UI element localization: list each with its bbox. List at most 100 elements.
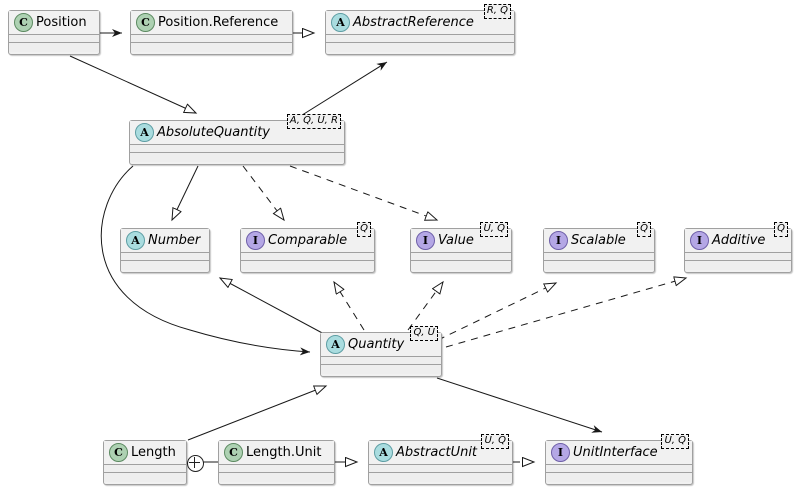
node-methods-compartment-abstract-unit bbox=[369, 473, 512, 482]
node-methods-compartment-scalable bbox=[544, 261, 654, 270]
generics-badge-comparable: Q bbox=[357, 222, 371, 237]
edge-absolutequantity-to-number bbox=[172, 165, 199, 220]
node-title-number: Number bbox=[148, 233, 201, 248]
nesting-circle-icon bbox=[187, 455, 204, 472]
node-methods-compartment-length bbox=[104, 473, 186, 482]
edge-absolutequantity-to-abstractreference bbox=[290, 61, 388, 123]
node-attributes-compartment-length bbox=[104, 465, 186, 473]
class-icon: C bbox=[109, 443, 128, 462]
interface-icon: I bbox=[551, 443, 570, 462]
node-title-abstract-reference: AbstractReference bbox=[353, 15, 474, 30]
node-title-position-reference: Position.Reference bbox=[158, 15, 279, 30]
node-attributes-compartment-comparable bbox=[241, 253, 374, 261]
node-attributes-compartment-value bbox=[411, 253, 511, 261]
abstract-class-icon: A bbox=[135, 123, 154, 142]
abstract-class-icon: A bbox=[326, 335, 345, 354]
node-attributes-compartment-absolute-quantity bbox=[130, 145, 344, 153]
node-attributes-compartment-abstract-unit bbox=[369, 465, 512, 473]
node-attributes-compartment-length-unit bbox=[219, 465, 334, 473]
interface-icon: I bbox=[246, 231, 265, 250]
node-title-value: Value bbox=[438, 233, 474, 248]
edge-absolutequantity-to-value bbox=[289, 165, 437, 220]
class-icon: C bbox=[224, 443, 243, 462]
node-methods-compartment-additive bbox=[685, 261, 791, 270]
node-methods-compartment-value bbox=[411, 261, 511, 270]
edge-quantity-to-comparable bbox=[334, 282, 365, 331]
interface-icon: I bbox=[416, 231, 435, 250]
generics-badge-abstract-unit: U, Q bbox=[481, 434, 509, 449]
node-title-length-unit: Length.Unit bbox=[246, 445, 322, 460]
edge-position-to-absolutequantity bbox=[69, 55, 196, 113]
class-icon: C bbox=[136, 13, 155, 32]
node-attributes-compartment-number bbox=[121, 253, 209, 261]
edge-quantity-to-unitinterface bbox=[436, 377, 603, 433]
abstract-class-icon: A bbox=[126, 231, 145, 250]
interface-icon: I bbox=[549, 231, 568, 250]
edge-quantity-to-number bbox=[220, 278, 327, 336]
node-methods-compartment-length-unit bbox=[219, 473, 334, 482]
node-attributes-compartment-position bbox=[9, 35, 99, 43]
interface-icon: I bbox=[690, 231, 709, 250]
edge-quantity-to-additive bbox=[445, 278, 686, 348]
node-attributes-compartment-additive bbox=[685, 253, 791, 261]
node-attributes-compartment-position-reference bbox=[131, 35, 292, 43]
node-title-quantity: Quantity bbox=[348, 337, 405, 352]
node-title-position: Position bbox=[36, 15, 87, 30]
generics-badge-quantity: Q, U bbox=[410, 326, 438, 341]
node-attributes-compartment-abstract-reference bbox=[326, 35, 514, 43]
node-attributes-compartment-quantity bbox=[321, 357, 441, 365]
node-title-additive: Additive bbox=[712, 233, 766, 248]
edge-length-to-quantity bbox=[187, 386, 326, 441]
generics-badge-scalable: Q bbox=[637, 222, 651, 237]
node-title-length: Length bbox=[131, 445, 176, 460]
generics-badge-absolute-quantity: A, Q, U, R bbox=[286, 114, 341, 129]
node-attributes-compartment-scalable bbox=[544, 253, 654, 261]
node-methods-compartment-absolute-quantity bbox=[130, 153, 344, 162]
node-methods-compartment-position bbox=[9, 43, 99, 52]
node-methods-compartment-comparable bbox=[241, 261, 374, 270]
node-methods-compartment-number bbox=[121, 261, 209, 270]
node-methods-compartment-position-reference bbox=[131, 43, 292, 52]
node-title-comparable: Comparable bbox=[268, 233, 348, 248]
node-title-scalable: Scalable bbox=[571, 233, 626, 248]
class-icon: C bbox=[14, 13, 33, 32]
generics-badge-additive: Q bbox=[774, 222, 788, 237]
generics-badge-abstract-reference: R, Q bbox=[483, 4, 511, 19]
node-methods-compartment-unit-interface bbox=[546, 473, 692, 482]
edge-quantity-to-scalable bbox=[437, 283, 556, 341]
node-title-abstract-unit: AbstractUnit bbox=[396, 445, 478, 460]
node-methods-compartment-abstract-reference bbox=[326, 43, 514, 52]
edge-quantity-to-value bbox=[407, 282, 443, 331]
node-title-absolute-quantity: AbsoluteQuantity bbox=[157, 125, 270, 140]
generics-badge-unit-interface: U, Q bbox=[661, 434, 689, 449]
generics-badge-value: U, Q bbox=[480, 222, 508, 237]
abstract-class-icon: A bbox=[374, 443, 393, 462]
node-title-unit-interface: UnitInterface bbox=[573, 445, 658, 460]
